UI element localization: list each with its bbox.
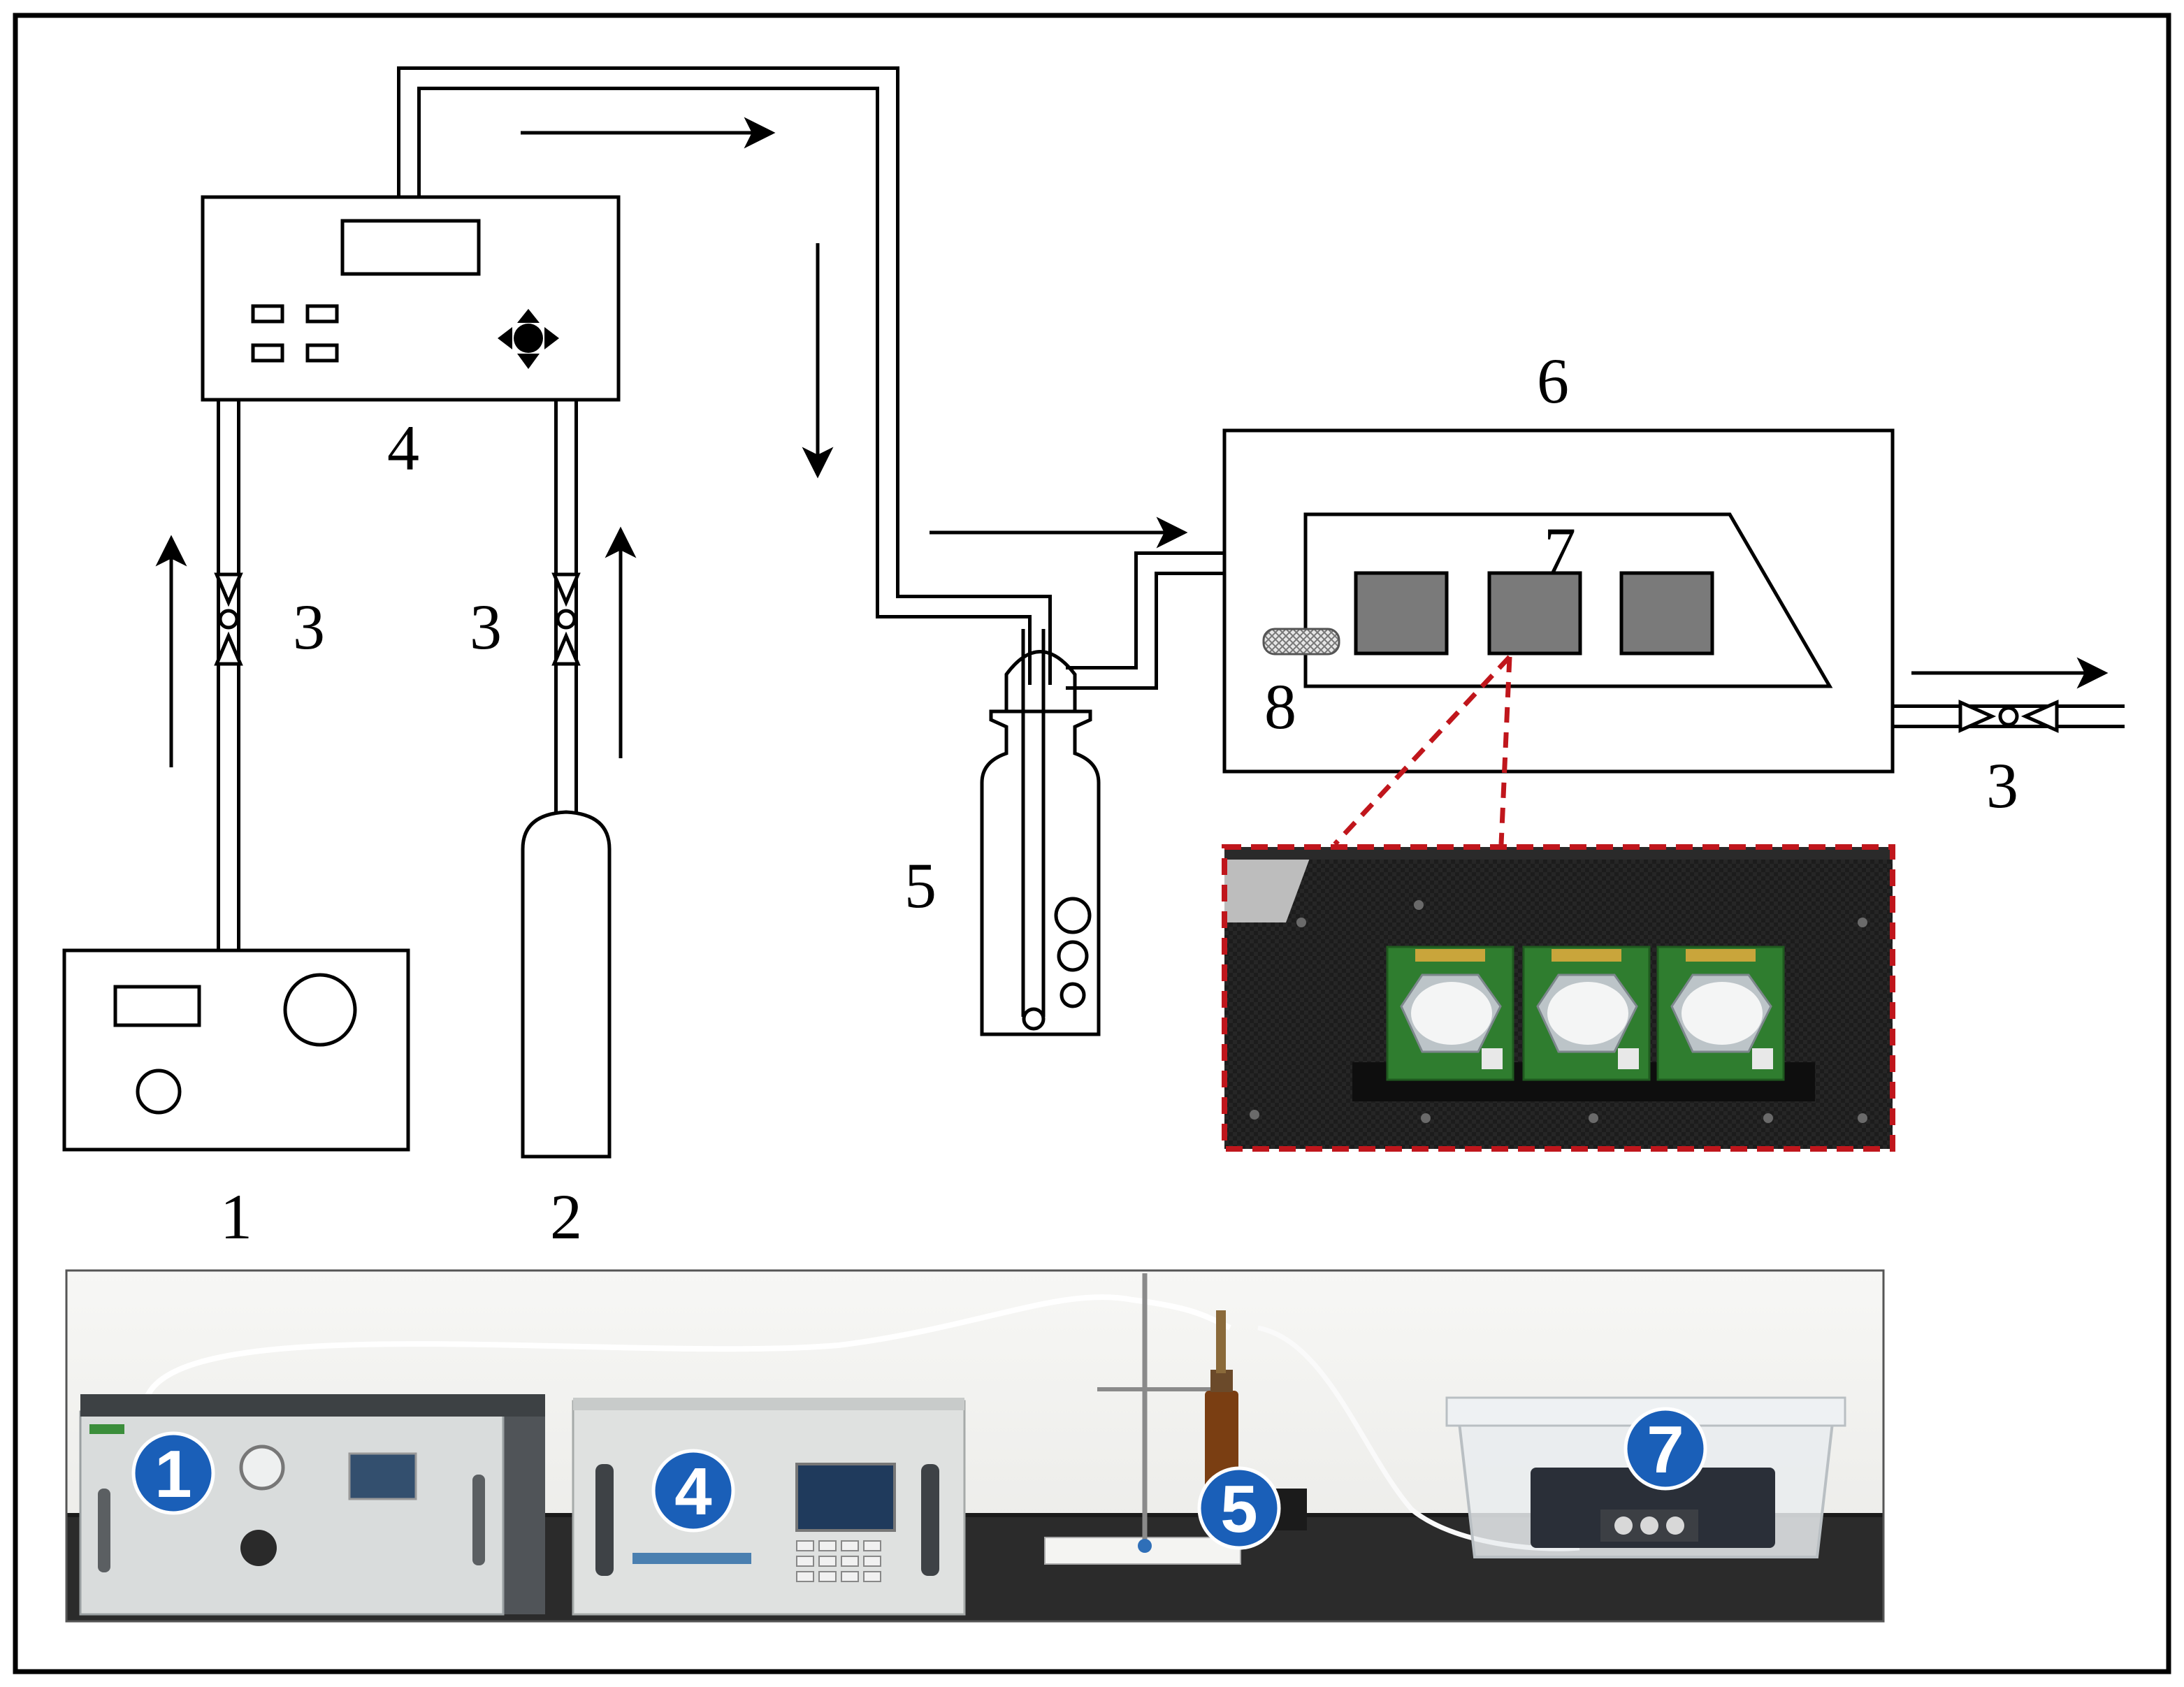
sensor-slot bbox=[1619, 571, 1714, 656]
label-sensor-board: 7 bbox=[1544, 514, 1576, 586]
callout-lines bbox=[1333, 655, 1512, 846]
fan-icon bbox=[1262, 628, 1340, 656]
keypad-key bbox=[841, 1540, 859, 1551]
photo-tubing bbox=[144, 1294, 1231, 1399]
controller-key bbox=[251, 343, 284, 363]
sensor-pcb bbox=[1522, 946, 1651, 1081]
bubble bbox=[1060, 982, 1086, 1008]
controller-display bbox=[340, 219, 481, 276]
controller-key bbox=[305, 343, 339, 363]
svg-text:5: 5 bbox=[1220, 1472, 1257, 1547]
photo-controller-keypad bbox=[796, 1540, 881, 1582]
keypad-key bbox=[796, 1571, 814, 1582]
flow-arrows bbox=[155, 117, 2109, 767]
generator-display bbox=[113, 985, 201, 1027]
photo-badge-controller: 4 bbox=[651, 1449, 735, 1533]
label-controller: 4 bbox=[387, 412, 419, 484]
screw bbox=[1296, 918, 1306, 927]
sensor-pcb bbox=[1656, 946, 1785, 1081]
keypad-key bbox=[841, 1571, 859, 1582]
bubble bbox=[1054, 897, 1092, 934]
generator-knob bbox=[136, 1069, 182, 1115]
photo-controller bbox=[572, 1398, 966, 1616]
sensor-boards bbox=[1386, 946, 1785, 1081]
controller-key bbox=[305, 304, 339, 324]
valve-icon bbox=[1958, 700, 2059, 733]
gas-pipes bbox=[217, 66, 2125, 950]
photo-badge-generator: 1 bbox=[131, 1431, 215, 1515]
keypad-key bbox=[818, 1571, 837, 1582]
label-chamber: 6 bbox=[1537, 345, 1569, 417]
bubble bbox=[1057, 940, 1089, 972]
screw bbox=[1858, 1113, 1867, 1123]
sensor-slot bbox=[1487, 571, 1582, 656]
keypad-key bbox=[863, 1571, 881, 1582]
figure-frame bbox=[13, 13, 2171, 1674]
screw bbox=[1250, 1110, 1259, 1120]
test-chamber bbox=[1222, 428, 1895, 774]
lab-setup-photo bbox=[65, 1269, 1885, 1623]
generator-gauge bbox=[283, 973, 357, 1047]
photo-badge-bubbler: 5 bbox=[1197, 1466, 1281, 1550]
svg-text:1: 1 bbox=[154, 1437, 191, 1512]
screw bbox=[1589, 1113, 1598, 1123]
screw bbox=[1858, 918, 1867, 927]
panel-screws bbox=[1250, 900, 1867, 1123]
label-valve-middle: 3 bbox=[470, 591, 502, 663]
valve-icon bbox=[214, 572, 243, 666]
label-cylinder: 2 bbox=[550, 1181, 582, 1252]
label-generator: 1 bbox=[220, 1181, 252, 1252]
label-bubbler: 5 bbox=[904, 850, 936, 921]
label-fan: 8 bbox=[1264, 671, 1296, 742]
label-valve-right: 3 bbox=[1986, 750, 2018, 821]
label-valve-left: 3 bbox=[293, 591, 325, 663]
screw bbox=[1414, 900, 1424, 910]
keypad-key bbox=[863, 1540, 881, 1551]
keypad-key bbox=[841, 1556, 859, 1567]
sensor-slot bbox=[1354, 571, 1449, 656]
controller-key bbox=[251, 304, 284, 324]
svg-text:7: 7 bbox=[1647, 1412, 1684, 1487]
gas-cylinder bbox=[521, 810, 612, 1159]
mass-flow-controller bbox=[201, 195, 621, 402]
keypad-key bbox=[796, 1556, 814, 1567]
svg-text:4: 4 bbox=[674, 1454, 711, 1529]
zero-air-generator bbox=[62, 948, 410, 1152]
keypad-key bbox=[863, 1556, 881, 1567]
screw bbox=[1763, 1113, 1773, 1123]
valve-icon bbox=[551, 572, 581, 666]
sensor-pcb bbox=[1386, 946, 1514, 1081]
dpad-icon bbox=[498, 309, 559, 369]
sensor-array-photo bbox=[1222, 844, 1895, 1152]
screw bbox=[1421, 1113, 1431, 1123]
keypad-key bbox=[818, 1556, 837, 1567]
keypad-key bbox=[796, 1540, 814, 1551]
bubbler-bottle bbox=[980, 629, 1101, 1036]
keypad-key bbox=[818, 1540, 837, 1551]
photo-badge-chamber: 7 bbox=[1623, 1407, 1707, 1491]
